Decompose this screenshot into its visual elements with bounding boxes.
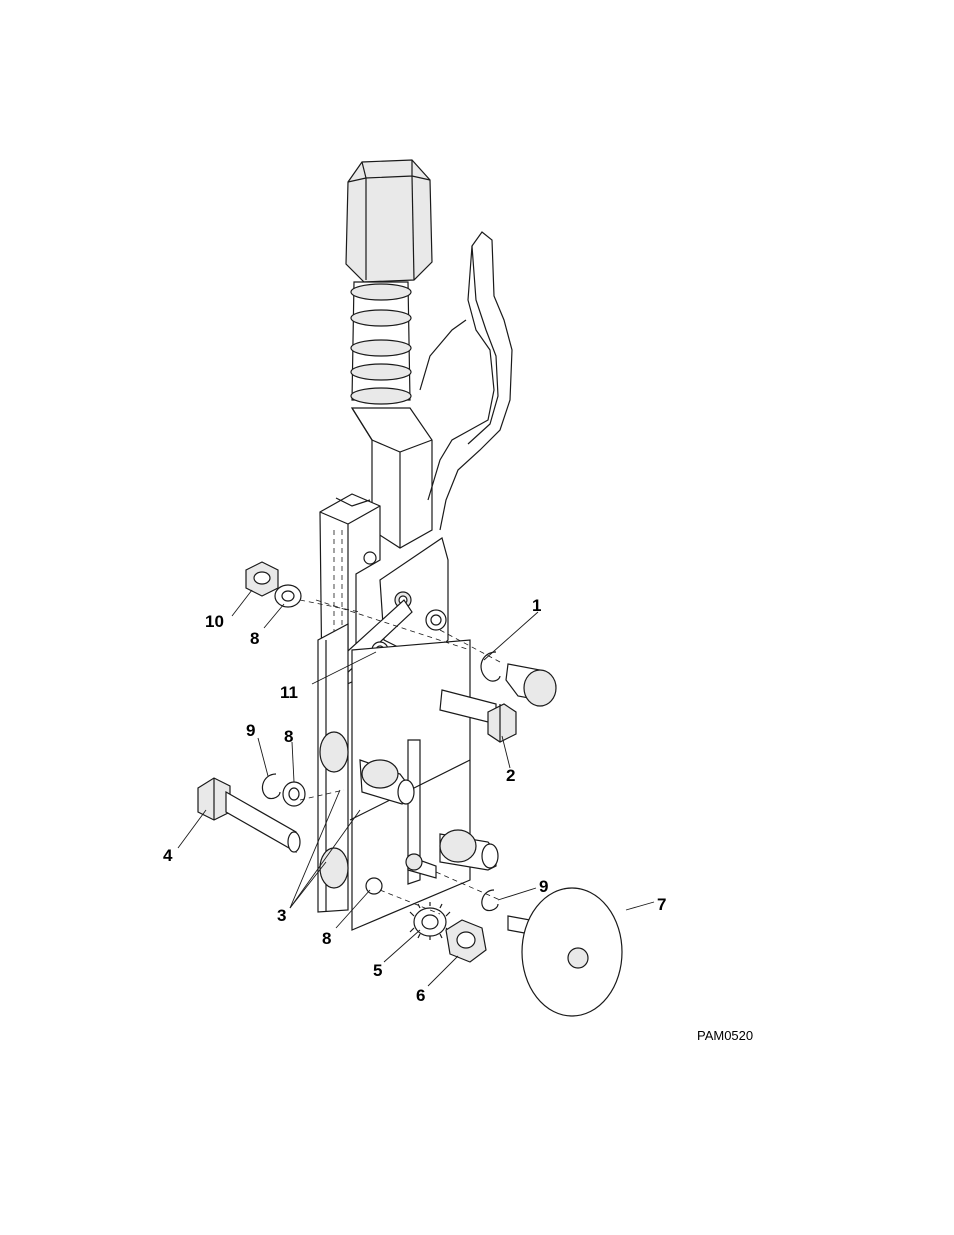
disc-7 <box>508 888 622 1016</box>
callout-6: 6 <box>416 986 425 1005</box>
washer-8-top <box>275 585 301 607</box>
nut-6 <box>446 920 486 962</box>
clip-1 <box>481 652 500 681</box>
clip-9-left <box>262 774 280 799</box>
callout-8-left: 8 <box>284 727 293 746</box>
callout-9-right: 9 <box>539 877 548 896</box>
callout-1: 1 <box>532 596 541 615</box>
callout-8-bottom: 8 <box>322 929 331 948</box>
callout-11: 11 <box>280 683 298 702</box>
handle-grip <box>351 282 411 404</box>
callout-7: 7 <box>657 895 666 914</box>
handle-knob <box>346 160 432 282</box>
callout-5: 5 <box>373 961 382 980</box>
callout-4: 4 <box>163 846 173 865</box>
pin-cap-1 <box>506 664 556 706</box>
washer-8-left <box>283 782 305 806</box>
lock-washer-5 <box>410 902 450 940</box>
callout-2: 2 <box>506 766 515 785</box>
callout-9-left: 9 <box>246 721 255 740</box>
callout-8-top: 8 <box>250 629 259 648</box>
lock-wire <box>420 232 512 530</box>
callout-3: 3 <box>277 906 286 925</box>
callout-10: 10 <box>205 612 224 631</box>
figure-id: PAM0520 <box>697 1028 753 1043</box>
clip-9-right <box>482 890 498 911</box>
